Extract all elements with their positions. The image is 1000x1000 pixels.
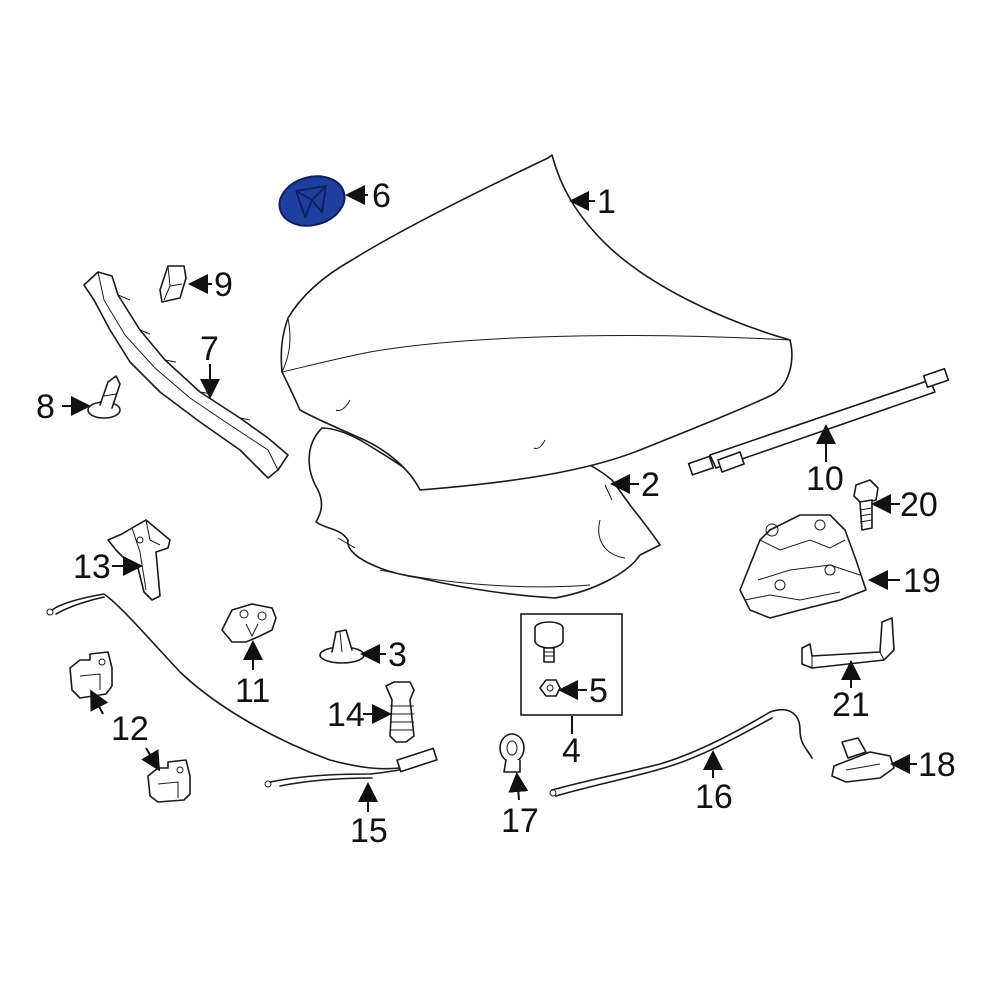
- callout-2: 2: [641, 466, 660, 504]
- adjuster-group-box: [520, 613, 623, 716]
- callout-14: 14: [327, 696, 365, 734]
- callout-11: 11: [235, 672, 270, 710]
- release-handle-part: [831, 737, 895, 783]
- lock-block-part-a: [69, 651, 113, 699]
- callout-1: 1: [597, 183, 616, 221]
- callout-20: 20: [900, 486, 938, 524]
- callout-16: 16: [695, 778, 733, 816]
- clip-part: [159, 265, 187, 303]
- pivot-bracket-part: [221, 603, 277, 643]
- hood-cable-part: [549, 708, 813, 797]
- leader-lines: [62, 185, 917, 812]
- callout-7: 7: [200, 330, 219, 368]
- callout-21: 21: [832, 686, 870, 724]
- callout-5: 5: [589, 672, 608, 710]
- callout-8: 8: [36, 388, 55, 426]
- callout-4: 4: [562, 732, 581, 770]
- callout-18: 18: [918, 746, 956, 784]
- callout-13: 13: [73, 548, 111, 586]
- callout-labels: 6 1 9 7 8 10 2 20 13 19 3 11 5 21 12 14 …: [36, 177, 956, 850]
- mount-bracket-part: [107, 519, 171, 601]
- cable-clamp-part: [499, 733, 525, 773]
- seal-bracket-part: [83, 271, 289, 479]
- push-pin-part: [87, 375, 121, 419]
- bolt-part: [853, 479, 879, 531]
- callout-12: 12: [111, 710, 149, 748]
- hood-part: [280, 154, 793, 491]
- emblem-part: [278, 175, 346, 227]
- callout-15: 15: [350, 812, 388, 850]
- latch-bracket-part: [801, 617, 895, 669]
- release-cable-part: [46, 593, 438, 788]
- callout-19: 19: [903, 562, 941, 600]
- lock-block-part-b: [147, 759, 191, 803]
- callout-9: 9: [214, 266, 233, 304]
- callout-3: 3: [388, 636, 407, 674]
- callout-10: 10: [806, 460, 844, 498]
- hood-latch-part: [739, 514, 867, 619]
- callout-17: 17: [501, 802, 539, 840]
- callout-6: 6: [372, 177, 391, 215]
- bump-stop-part: [385, 681, 415, 743]
- cone-clip-part: [319, 629, 365, 664]
